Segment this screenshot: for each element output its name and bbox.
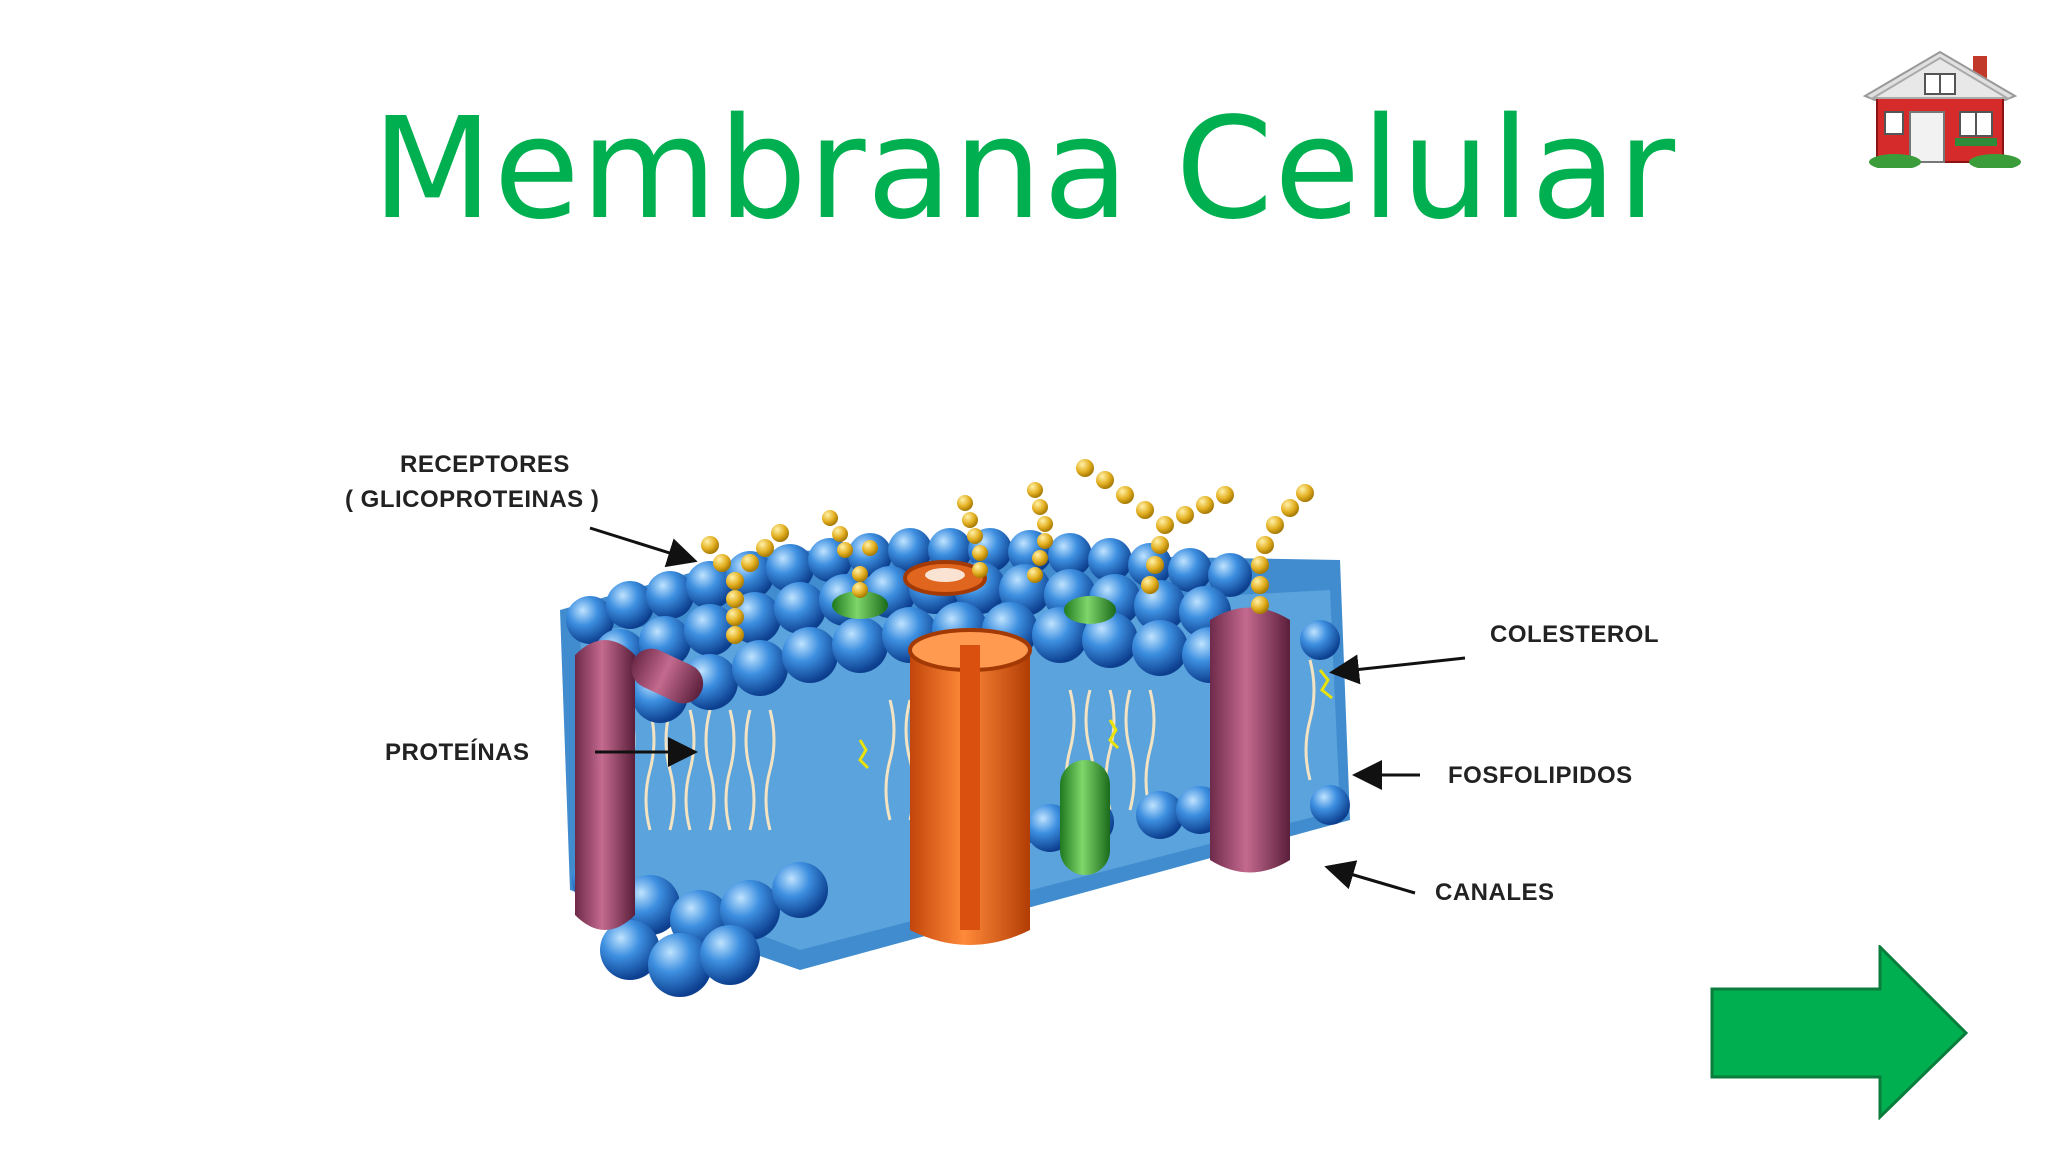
house-icon[interactable] <box>1855 48 2025 168</box>
label-colesterol: COLESTEROL <box>1490 621 1659 648</box>
cholesterol-molecules <box>858 669 1333 770</box>
label-arrows <box>589 526 1466 895</box>
label-glicoproteinas: ( GLICOPROTEINAS ) <box>345 486 599 513</box>
label-canales: CANALES <box>1435 879 1555 906</box>
label-receptores: RECEPTORES <box>400 451 570 478</box>
label-fosfolipidos: FOSFOLIPIDOS <box>1448 762 1633 789</box>
cell-membrane-diagram: RECEPTORES ( GLICOPROTEINAS ) PROTEÍNAS … <box>345 451 1659 997</box>
right-arrow-icon[interactable] <box>1710 945 1970 1120</box>
glycoprotein-chains <box>701 459 1314 644</box>
slide-title: Membrana Celular <box>371 88 1677 251</box>
proteins <box>575 560 1290 945</box>
label-proteinas: PROTEÍNAS <box>385 738 530 766</box>
